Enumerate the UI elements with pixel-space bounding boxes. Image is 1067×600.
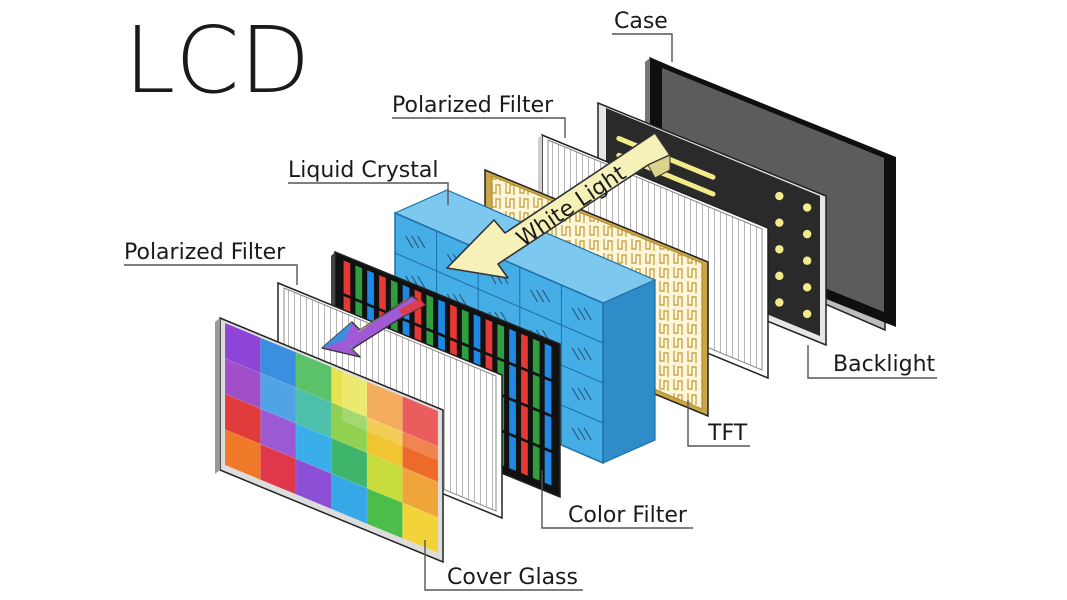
color-filter-subpixel: [355, 265, 363, 301]
led-dot: [802, 203, 812, 212]
lc-molecule: [583, 307, 592, 321]
color-filter-subpixel: [509, 435, 516, 471]
color-filter-subpixel: [509, 364, 516, 400]
lc-molecule: [411, 235, 420, 249]
lc-molecule: [577, 347, 586, 361]
lc-molecule: [417, 235, 426, 249]
color-filter-subpixel: [461, 309, 469, 345]
lc-molecule: [583, 347, 592, 361]
led-dot: [775, 191, 784, 201]
led-dot: [775, 298, 784, 307]
lc-molecule: [536, 289, 545, 303]
cover-glass-layer: [215, 316, 444, 564]
color-filter-subpixel: [473, 314, 481, 350]
led-dot: [775, 245, 784, 254]
label-cover-glass: Cover Glass: [447, 565, 578, 590]
color-filter-subpixel: [485, 319, 493, 355]
lc-molecule: [577, 427, 586, 441]
lc-molecule: [571, 427, 580, 441]
diagram-title: LCD: [124, 7, 310, 114]
label-tft: TFT: [707, 421, 748, 446]
led-dot: [775, 271, 784, 281]
label-polarized-filter-front: Polarized Filter: [124, 240, 286, 265]
led-dot: [802, 256, 812, 265]
color-filter-subpixel: [532, 409, 540, 446]
lc-grid-line: [394, 252, 604, 344]
label-polarized-filter-back: Polarized Filter: [392, 93, 554, 118]
cover-glass-cells: [224, 322, 439, 554]
color-filter-subpixel: [379, 275, 386, 311]
lc-molecule: [571, 387, 580, 401]
color-filter-subpixel: [343, 260, 351, 296]
colored-light-arrow: [321, 295, 426, 358]
color-filter-subpixel: [544, 379, 552, 415]
lc-molecule: [458, 293, 467, 307]
led-dot: [802, 309, 812, 319]
lc-molecule: [571, 347, 580, 361]
label-color-filter: Color Filter: [568, 503, 688, 528]
color-filter-subpixel: [521, 440, 528, 476]
color-filter-subpixel: [544, 414, 552, 450]
lc-molecule: [577, 307, 586, 321]
led-dot: [802, 229, 812, 239]
color-filter-subpixel: [544, 450, 552, 486]
color-filter-subpixel: [497, 324, 505, 360]
lc-molecule: [583, 427, 592, 441]
color-filter-subpixel: [521, 333, 528, 370]
color-filter-subpixel: [521, 404, 528, 441]
color-filter-subpixel: [426, 294, 434, 331]
color-filter-subpixel: [450, 304, 457, 340]
lc-molecule: [577, 387, 586, 401]
lc-molecule: [542, 289, 551, 303]
color-filter-subpixel: [532, 374, 540, 410]
glass-highlight: [342, 371, 438, 461]
lc-molecule: [405, 235, 414, 249]
label-liquid-crystal: Liquid Crystal: [288, 158, 438, 183]
leader-lines: [124, 33, 937, 591]
color-filter-subpixel: [532, 338, 540, 375]
label-backlight: Backlight: [833, 352, 936, 377]
color-filter-subpixel: [438, 299, 445, 335]
lc-molecule: [571, 307, 580, 321]
lc-molecule: [530, 289, 539, 303]
color-filter-subpixel: [367, 270, 374, 306]
label-case: Case: [614, 9, 668, 34]
color-filter-subpixel: [509, 328, 516, 365]
color-filter-subpixel: [521, 369, 528, 405]
color-filter-subpixel: [509, 399, 516, 436]
color-filter-subpixel: [544, 343, 552, 379]
cover-glass-cell: [402, 502, 439, 554]
lc-molecule: [583, 387, 592, 401]
led-dot: [802, 283, 812, 292]
color-filter-subpixel: [532, 445, 540, 481]
lc-molecule: [417, 275, 426, 289]
led-dot: [775, 218, 784, 227]
